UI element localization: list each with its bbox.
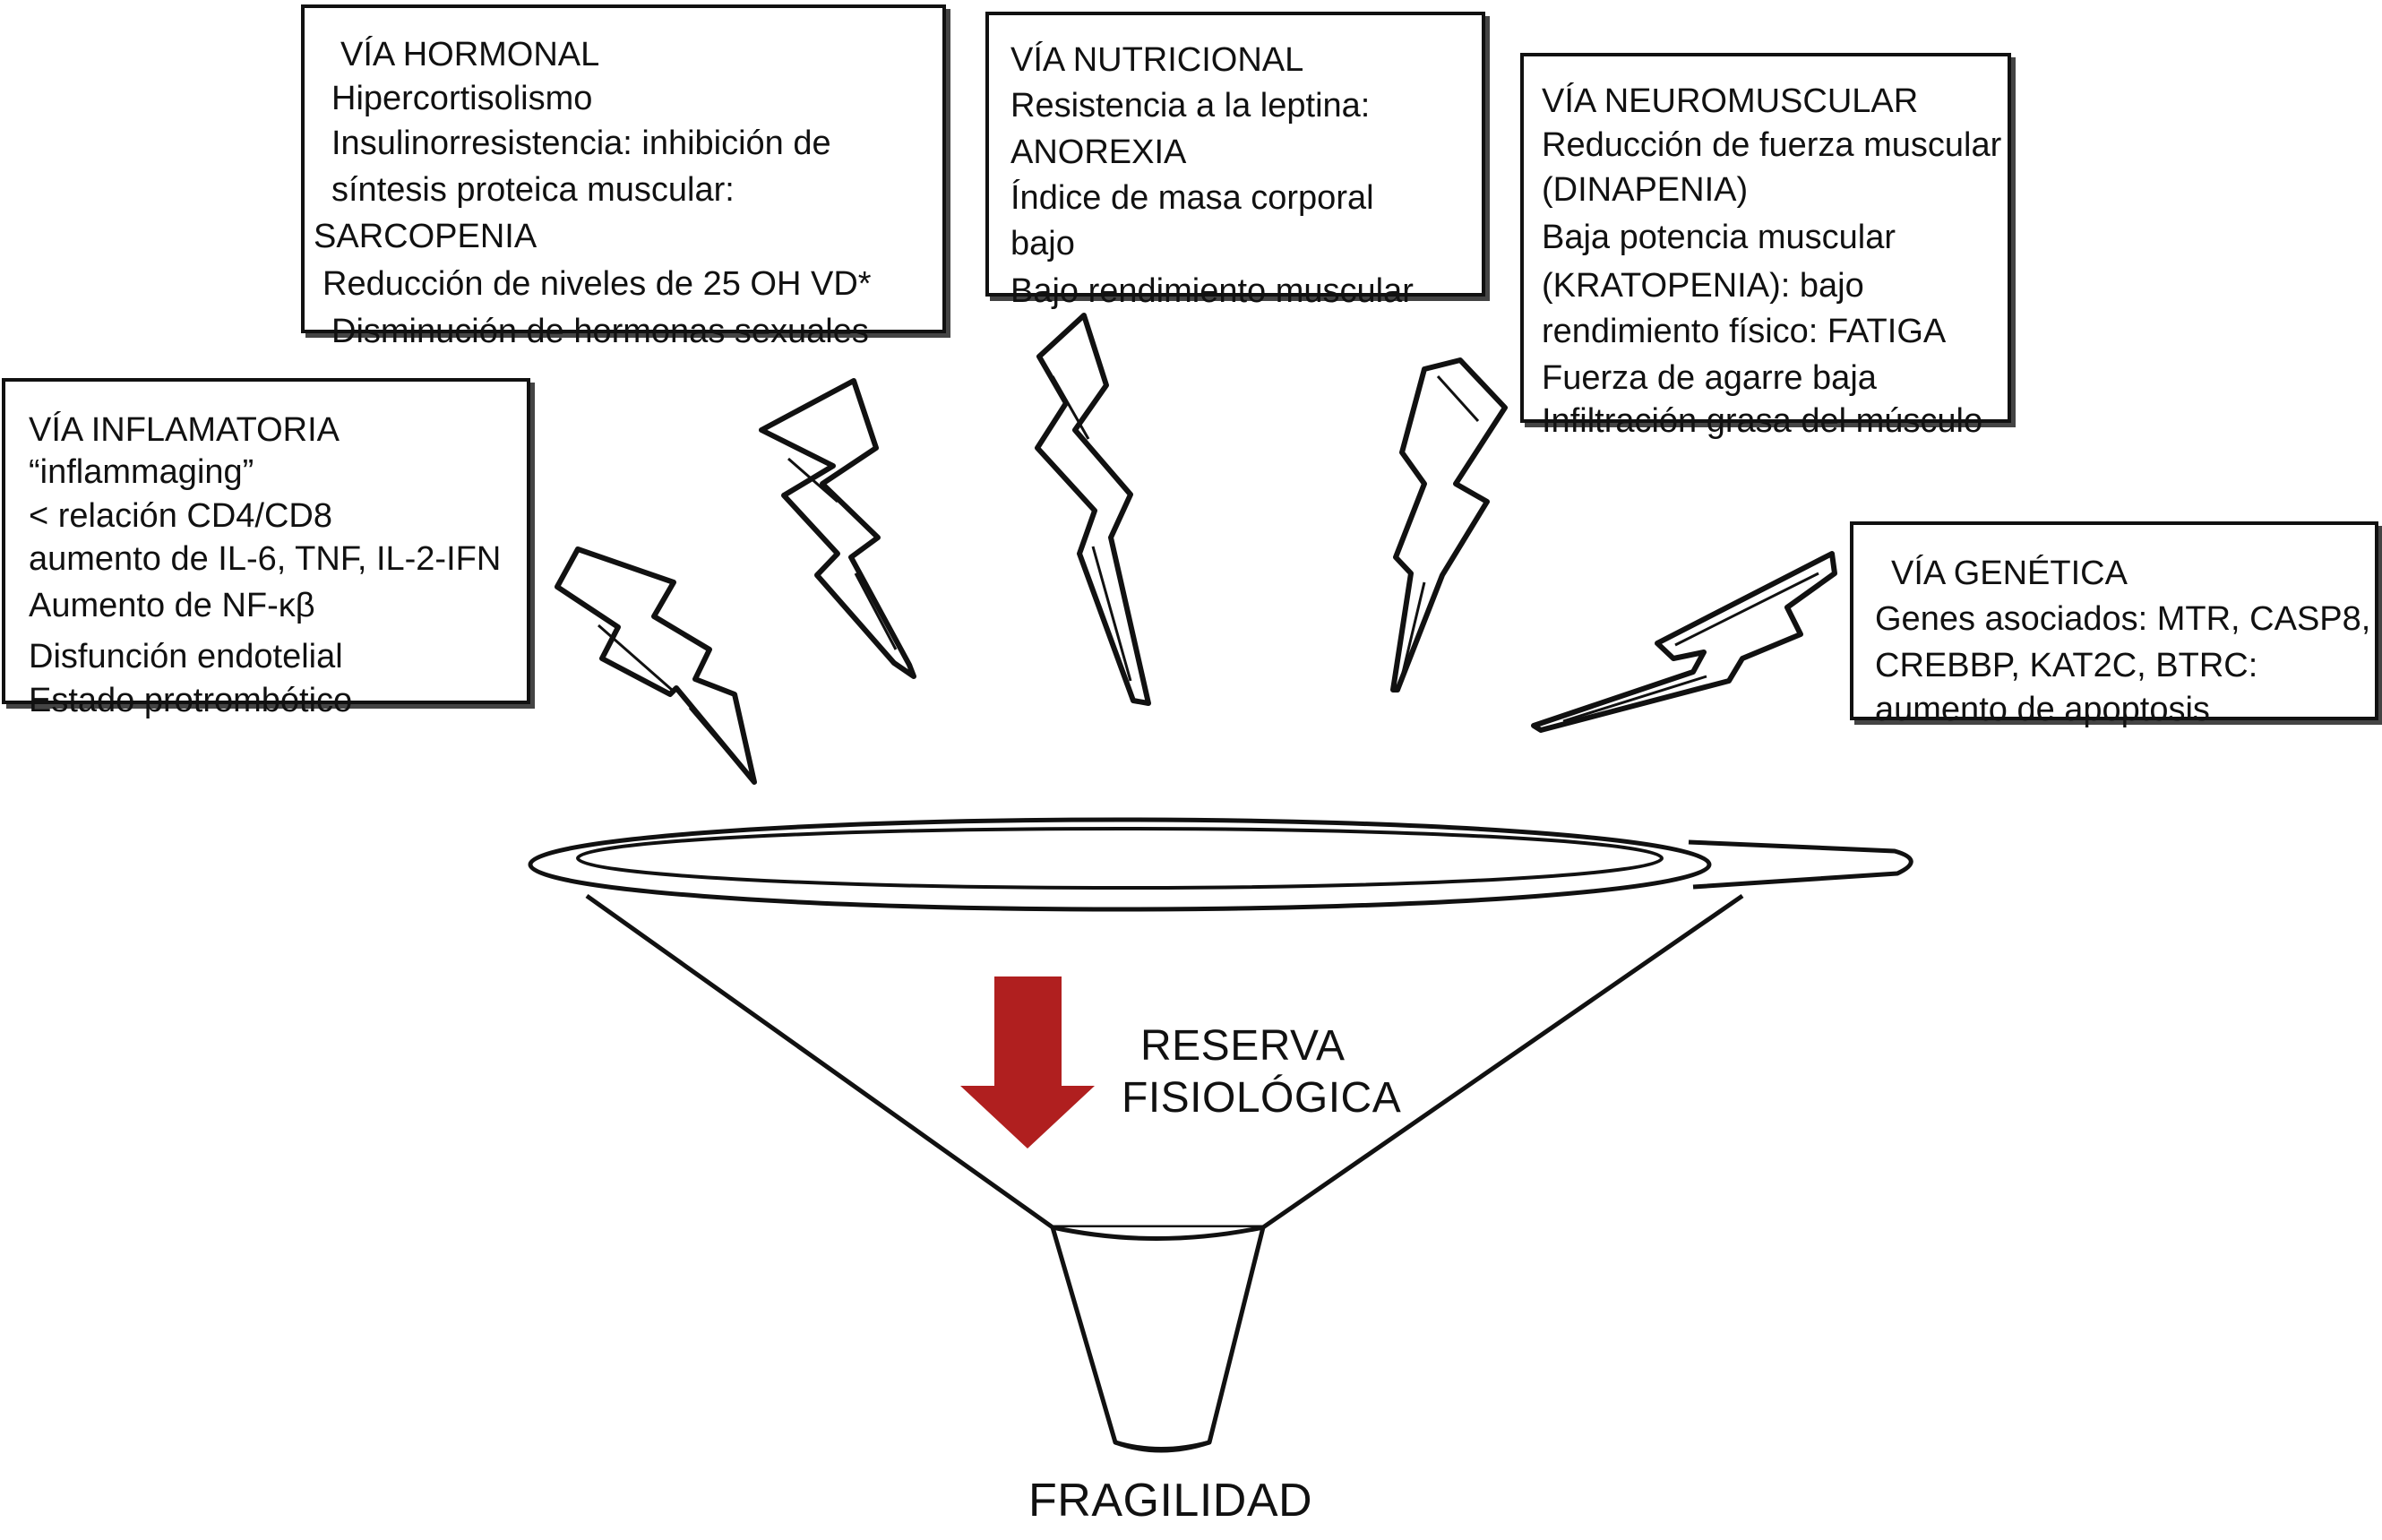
box-line: Disminución de hormonas sexuales	[331, 312, 869, 350]
down-arrow-icon	[960, 976, 1095, 1149]
box-title: VÍA NEUROMUSCULAR	[1542, 82, 1919, 120]
box-line: Insulinorresistencia: inhibición de	[331, 124, 831, 162]
box-line: Infiltración grasa del músculo	[1542, 402, 1983, 441]
outcome-label: FRAGILIDAD	[1028, 1475, 1313, 1527]
box-line: CREBBP, KAT2C, BTRC:	[1875, 646, 2258, 684]
box-title: VÍA HORMONAL	[340, 36, 600, 73]
box-line: aumento de IL-6, TNF, IL-2-IFN	[29, 540, 502, 579]
box-via-neuromuscular: VÍA NEUROMUSCULAR Reducción de fuerza mu…	[1520, 53, 2011, 440]
funnel-label-reserva: RESERVA	[1140, 1022, 1346, 1070]
box-line: (DINAPENIA)	[1542, 170, 1749, 209]
box-title: VÍA GENÉTICA	[1891, 555, 2128, 592]
box-via-nutricional: VÍA NUTRICIONAL Resistencia a la leptina…	[985, 12, 1485, 310]
box-line: Baja potencia muscular	[1542, 219, 1896, 257]
box-title: VÍA INFLAMATORIA	[29, 411, 340, 449]
box-line: ANOREXIA	[1010, 133, 1187, 171]
box-line: Reducción de niveles de 25 OH VD*	[322, 264, 872, 303]
box-line: Índice de masa corporal	[1010, 178, 1374, 217]
box-line: (KRATOPENIA): bajo	[1542, 267, 1864, 305]
box-line: Fuerza de agarre baja	[1542, 358, 1877, 397]
box-line: “inflammaging”	[29, 453, 254, 492]
box-line: rendimiento físico: FATIGA	[1542, 313, 1947, 351]
funnel-icon	[528, 817, 1913, 1453]
box-line: Reducción de fuerza muscular	[1542, 126, 2002, 165]
box-line: bajo	[1010, 225, 1075, 263]
box-via-hormonal: VÍA HORMONAL Hipercortisolismo Insulinor…	[301, 4, 946, 350]
box-line: Hipercortisolismo	[331, 80, 593, 118]
box-title: VÍA NUTRICIONAL	[1010, 41, 1304, 79]
box-line: aumento de apoptosis	[1875, 690, 2210, 728]
funnel-label-fisiologica: FISIOLÓGICA	[1122, 1074, 1402, 1122]
box-line: Genes asociados: MTR, CASP8,	[1875, 600, 2371, 639]
box-line: Estado protrombótico	[29, 681, 353, 719]
box-line: < relación CD4/CD8	[29, 496, 332, 535]
box-line: SARCOPENIA	[314, 218, 537, 256]
box-line: Resistencia a la leptina:	[1010, 87, 1371, 125]
box-via-inflamatoria: VÍA INFLAMATORIA “inflammaging” < relaci…	[2, 378, 530, 719]
box-via-genetica: VÍA GENÉTICA Genes asociados: MTR, CASP8…	[1850, 521, 2378, 728]
lightning-bolt-genetica-icon	[1531, 551, 1837, 733]
box-line: Aumento de NF-κβ	[29, 586, 315, 624]
lightning-bolt-nutricional-icon	[1035, 313, 1151, 706]
lightning-bolt-neuromuscular-icon	[1390, 357, 1508, 693]
box-line: Bajo rendimiento muscular	[1010, 271, 1414, 310]
box-line: Disfunción endotelial	[29, 637, 343, 675]
box-line: síntesis proteica muscular:	[331, 171, 735, 210]
lightning-bolt-hormonal-icon	[759, 378, 916, 679]
lightning-bolt-inflamatoria-icon	[555, 546, 757, 785]
